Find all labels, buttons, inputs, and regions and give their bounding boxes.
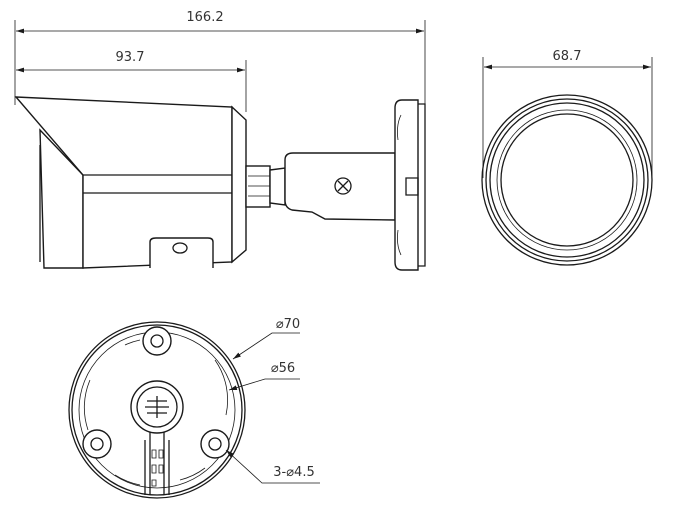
dimension-overall-length: 166.2 xyxy=(14,10,426,105)
dimension-body-length: 93.7 xyxy=(16,50,247,112)
dimension-label-body: 93.7 xyxy=(116,50,145,65)
side-view xyxy=(14,96,426,271)
screw-icon xyxy=(334,177,352,195)
mount-hole-left xyxy=(82,429,112,459)
dimension-label-base-outer: ⌀70 xyxy=(276,317,300,332)
front-view: 68.7 xyxy=(481,49,653,266)
base-view: ⌀70 ⌀56 3-⌀4.5 xyxy=(68,317,320,499)
dimension-label-base-inner: ⌀56 xyxy=(271,361,295,376)
dimension-label-diameter: 68.7 xyxy=(553,49,582,64)
dimension-label-overall: 166.2 xyxy=(186,10,223,25)
dimension-label-mount-holes: 3-⌀4.5 xyxy=(273,465,314,480)
mount-hole-top xyxy=(142,326,172,356)
mount-hole-right xyxy=(200,429,230,459)
